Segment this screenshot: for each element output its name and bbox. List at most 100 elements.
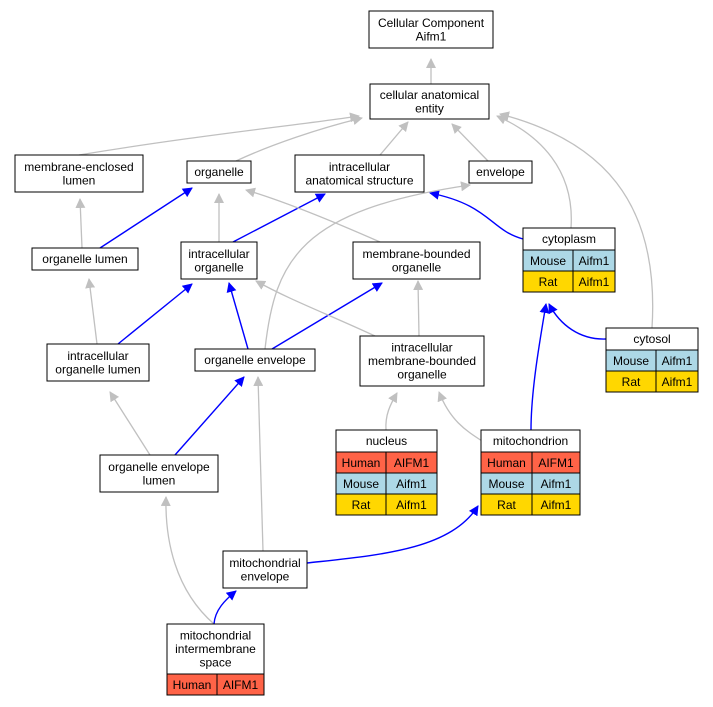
node-box: [369, 83, 490, 120]
species-name: Rat: [352, 498, 371, 512]
species-name: Human: [173, 678, 212, 692]
edge-mel-to-cae: [78, 112, 360, 156]
gene-symbol: Aifm1: [662, 354, 693, 368]
edge-ias-to-cae: [379, 121, 409, 156]
gene-symbol: AIFM1: [394, 456, 430, 470]
edge-oenv-to-mbo: [271, 282, 383, 350]
gene-symbol: Aifm1: [396, 477, 427, 491]
species-name: Mouse: [530, 254, 566, 268]
edge-menv-to-mito: [306, 505, 479, 564]
gene-symbol: Aifm1: [541, 498, 572, 512]
species-cell: [572, 270, 616, 293]
gene-symbol: Aifm1: [579, 275, 610, 289]
edge-oel-to-iol: [109, 391, 151, 456]
species-cell: [216, 673, 265, 696]
node-label-line: organelle lumen: [55, 362, 140, 376]
node-box: [359, 335, 485, 387]
species-name: Mouse: [343, 477, 379, 491]
node-label-line: cytoplasm: [542, 232, 596, 246]
edge-iol-to-iorg: [117, 283, 193, 345]
node-label-line: cytosol: [633, 332, 670, 346]
gene-symbol: AIFM1: [223, 678, 259, 692]
node-org[interactable]: organelle: [186, 160, 252, 184]
edge-env-to-cae: [451, 123, 489, 162]
node-box: [468, 160, 533, 184]
edges: [75, 58, 654, 625]
edge-imbo-to-mbo: [413, 280, 424, 337]
node-label-line: cellular anatomical: [380, 88, 479, 102]
edge-org-to-cae: [235, 115, 363, 162]
gene-symbol: Aifm1: [541, 477, 572, 491]
node-label-line: Aifm1: [416, 29, 447, 43]
node-box: [222, 550, 308, 589]
node-label-line: organelle envelope: [204, 353, 306, 367]
node-label-line: lumen: [143, 473, 176, 487]
node-label-line: intracellular: [67, 349, 128, 363]
node-label-line: intermembrane: [175, 642, 256, 656]
node-label-line: intracellular: [391, 341, 452, 355]
gene-symbol: Aifm1: [579, 254, 610, 268]
node-label-line: organelle: [194, 165, 244, 179]
node-oenv[interactable]: organelle envelope: [194, 348, 316, 372]
node-label-line: intracellular: [329, 160, 390, 174]
node-label-line: membrane-bounded: [362, 247, 470, 261]
node-box: [368, 10, 494, 49]
node-label-line: space: [199, 656, 231, 670]
edge-mbo-to-org: [245, 187, 381, 243]
node-label-line: mitochondrial: [180, 629, 251, 643]
node-label-line: anatomical structure: [305, 173, 413, 187]
species-name: Rat: [497, 498, 516, 512]
node-box: [194, 348, 316, 372]
node-box: [186, 160, 252, 184]
node-label-line: organelle: [392, 260, 442, 274]
species-name: Rat: [622, 375, 641, 389]
edge-menv-to-oenv: [253, 376, 264, 552]
node-label-line: organelle lumen: [42, 252, 127, 266]
edge-imbo-to-iorg: [255, 280, 376, 337]
node-label-line: organelle: [194, 260, 244, 274]
node-box: [352, 241, 481, 280]
edge-oenv-to-iorg: [226, 282, 249, 350]
species-name: Human: [342, 456, 381, 470]
node-box: [166, 623, 265, 675]
node-label-line: membrane-enclosed: [24, 160, 133, 174]
node-label-line: organelle envelope: [108, 460, 210, 474]
edge-oenv-to-env: [264, 181, 471, 350]
gene-symbol: AIFM1: [538, 456, 574, 470]
edge-iol-to-orgl: [85, 278, 98, 345]
node-label-line: intracellular: [188, 247, 249, 261]
node-label-line: organelle: [397, 368, 447, 382]
edge-cyto-to-ias: [429, 189, 524, 240]
node-box: [294, 154, 425, 193]
node-env[interactable]: envelope: [468, 160, 533, 184]
node-box: [14, 154, 144, 193]
node-label-line: mitochondrial: [229, 556, 300, 570]
node-box: [31, 247, 139, 271]
edge-cyto-to-cae: [496, 115, 572, 229]
species-name: Mouse: [488, 477, 524, 491]
edge-nuc-to-imbo: [385, 392, 398, 431]
node-orgl[interactable]: organelle lumen: [31, 247, 139, 271]
edge-mito-to-imbo: [437, 391, 483, 442]
node-label-line: nucleus: [366, 434, 407, 448]
edge-mito-to-cyto: [530, 303, 550, 431]
species-name: Human: [487, 456, 526, 470]
species-cell: [655, 370, 699, 393]
